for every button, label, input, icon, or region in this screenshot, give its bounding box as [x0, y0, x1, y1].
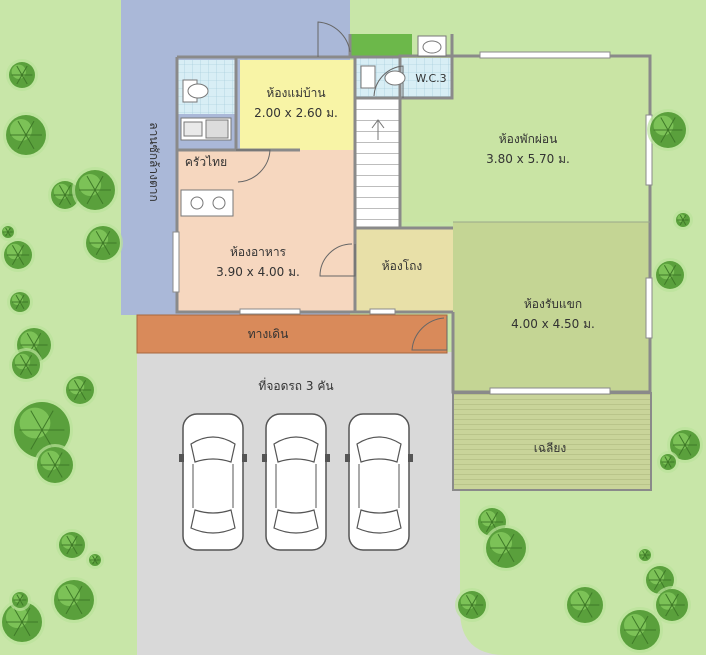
tree: [56, 529, 88, 561]
dining-room: [177, 150, 355, 312]
tree: [564, 584, 606, 626]
tree: [9, 589, 31, 611]
tree: [455, 588, 489, 622]
dining-room-size: 3.90 x 4.00 ม.: [216, 265, 300, 279]
tree: [673, 210, 693, 230]
tree: [34, 444, 76, 486]
tree: [6, 59, 38, 91]
planter: [350, 34, 412, 56]
maid-room-name: ห้องแม่บ้าน: [266, 86, 325, 100]
tree: [72, 167, 118, 213]
wc-label: W.C.3: [415, 72, 446, 85]
hall-label: ห้องโถง: [382, 259, 423, 273]
tree: [1, 238, 35, 272]
tree: [657, 451, 679, 473]
maid-room: [240, 60, 355, 150]
tree: [9, 348, 43, 382]
car: [345, 413, 413, 551]
tree: [63, 373, 97, 407]
tree: [51, 577, 97, 623]
guest-room-name: ห้องรับแขก: [524, 297, 582, 311]
guest-room-size: 4.00 x 4.50 ม.: [511, 317, 595, 331]
tree: [7, 289, 33, 315]
guest-room: [453, 222, 650, 392]
hall: [356, 228, 453, 312]
windows: [172, 51, 653, 395]
living-room-size: 3.80 x 5.70 ม.: [486, 152, 570, 166]
staircase: [356, 99, 400, 227]
tree: [86, 551, 104, 569]
tree: [653, 586, 691, 624]
doors: [236, 21, 448, 351]
tree: [653, 258, 687, 292]
tree: [667, 427, 703, 463]
terrace-area: [452, 392, 652, 491]
dining-room-name: ห้องอาหาร: [230, 245, 287, 259]
trees: [0, 59, 703, 653]
tree: [617, 607, 663, 653]
parking-label: ที่จอดรถ 3 คัน: [258, 377, 333, 393]
tree: [3, 112, 49, 158]
walkway-area: [136, 314, 448, 354]
parked-cars: [179, 413, 413, 551]
terrace-label: เฉลียง: [534, 441, 567, 455]
tree: [636, 546, 654, 564]
car: [262, 413, 330, 551]
fixtures: [180, 35, 447, 217]
tree: [83, 223, 123, 263]
service-yard-label: ลานซักล้างตาก: [147, 122, 161, 201]
maid-room-size: 2.00 x 2.60 ม.: [254, 106, 338, 120]
tree: [647, 109, 689, 151]
tree: [0, 223, 17, 241]
tree: [483, 525, 529, 571]
car: [179, 413, 247, 551]
living-room-name: ห้องพักผ่อน: [499, 132, 558, 146]
tree: [0, 599, 45, 645]
walkway-label: ทางเดิน: [248, 327, 289, 341]
kitchen-label: ครัวไทย: [185, 155, 227, 169]
